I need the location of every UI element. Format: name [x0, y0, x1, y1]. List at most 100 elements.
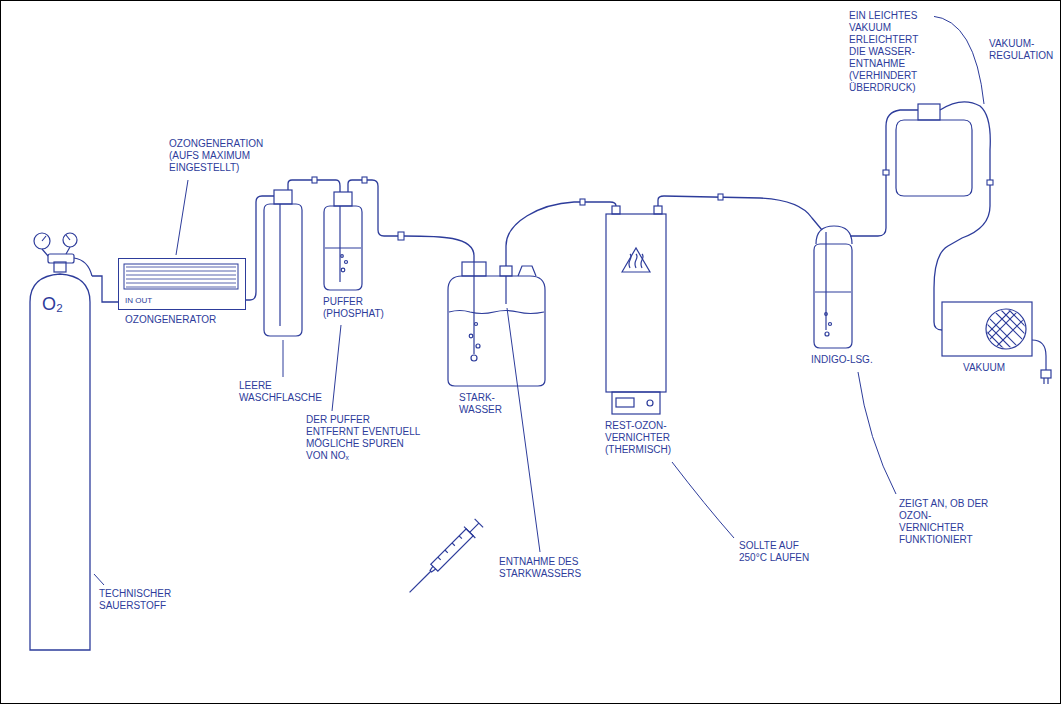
strong-water-vessel — [505, 276, 506, 304]
annotation-label: INDIGO-LSG. — [810, 354, 874, 366]
indigo-bottle — [825, 332, 829, 336]
indigo-bottle — [825, 232, 826, 330]
generator-hatch — [126, 279, 236, 280]
indigo-bottle — [814, 226, 852, 348]
cylinder-body — [30, 274, 90, 650]
strong-water-vessel — [473, 262, 474, 354]
gas-tube — [92, 276, 118, 302]
wash-bottle — [264, 204, 302, 336]
strong-water-vessel — [448, 276, 545, 386]
cylinder-valve — [54, 262, 66, 272]
ozone-generator: IN OUT — [118, 258, 246, 310]
tube-clamp — [987, 180, 993, 185]
generator-panel — [124, 264, 238, 289]
leader-line — [672, 462, 734, 538]
annotation-label: VAKUUM-REGULATION — [988, 38, 1060, 62]
generator-hatch — [126, 283, 236, 284]
gas-cylinder-outline — [28, 262, 92, 652]
annotation-label: ZEIGT AN, OB DER OZON-VERNICHTER FUNKTIO… — [898, 498, 990, 546]
indigo-bottle — [816, 226, 852, 244]
leader-line — [332, 325, 341, 411]
vacuum-pump — [986, 309, 1026, 349]
generator-hatch — [126, 271, 236, 272]
leader-line — [176, 180, 188, 255]
pressure-regulator — [34, 233, 92, 276]
strong-water-vessel — [476, 344, 480, 348]
vacuum-pump — [942, 302, 1051, 384]
gas-cylinder: O₂ — [28, 262, 92, 652]
vacuum-regulation-bottle — [896, 104, 972, 196]
annotation-label: REST-OZON-VERNICHTER (THERMISCH) — [604, 420, 698, 456]
annotation-label: TECHNISCHER SAUERSTOFF — [98, 588, 192, 612]
buffer-bottle — [341, 268, 345, 272]
annotation-label: OZONGENERATION (AUFS MAXIMUM EINGESTELLT… — [168, 138, 295, 174]
generator-hatch — [126, 275, 236, 276]
ozone-destroyer — [612, 206, 620, 214]
vacuum-pump — [942, 302, 1032, 356]
ozone-destroyer — [606, 214, 666, 392]
tube — [246, 196, 274, 300]
wash-bottle — [279, 204, 280, 326]
pressure-regulator — [42, 247, 70, 256]
annotation-label: ENTNAHME DES STARKWASSERS — [498, 556, 590, 580]
pressure-regulator — [34, 233, 50, 249]
strong-water-vessel — [518, 266, 536, 276]
annotation-label: DER PUFFER ENTFERNT EVENTUELL MÖGLICHE S… — [305, 414, 425, 462]
vacuum-pump — [1032, 340, 1046, 370]
tube-clamp — [398, 232, 404, 240]
ozone-destroyer — [654, 206, 662, 214]
annotation-label: SOLLTE AUF 250°C LAUFEN — [738, 540, 826, 564]
buffer-bottle — [339, 206, 340, 282]
leader-line — [507, 308, 540, 552]
annotation-label: LEERE WASCHFLASCHE — [238, 380, 332, 404]
syringe — [464, 517, 485, 538]
tube — [934, 102, 990, 330]
indigo-bottle — [829, 323, 832, 326]
pressure-regulator — [74, 258, 92, 276]
vacuum-pump — [1044, 378, 1048, 384]
ozone-destroyer — [647, 400, 653, 406]
leader-line — [94, 574, 104, 585]
tube — [658, 196, 822, 230]
ozone-destroyer — [612, 392, 660, 414]
tube — [404, 236, 474, 262]
ozone-destroyer — [629, 254, 643, 268]
generator-hatch — [126, 267, 236, 268]
tube-clamp — [580, 199, 585, 205]
buffer-bottle — [345, 261, 348, 264]
annotation-label: EIN LEICHTES VAKUUM ERLEICHTERT DIE WASS… — [848, 10, 934, 94]
tube-clamp — [883, 170, 889, 175]
strong-water-vessel — [449, 311, 544, 314]
pressure-regulator — [66, 235, 70, 240]
vacuum-pump — [986, 309, 1026, 349]
indigo-bottle — [815, 291, 851, 292]
syringe — [404, 517, 485, 598]
indigo-bottle — [814, 244, 852, 348]
tube — [246, 102, 990, 330]
buffer-bottle — [325, 247, 361, 248]
leader-line — [283, 340, 284, 377]
syringe — [438, 536, 462, 560]
wash-bottle — [274, 190, 292, 204]
tube-clamp — [312, 170, 993, 240]
wash-bottle — [264, 190, 302, 336]
leader-line — [932, 16, 984, 104]
vacuum-pump — [986, 309, 1026, 349]
tube-clamp — [718, 194, 723, 200]
leader-line — [858, 372, 896, 494]
leader-line — [94, 16, 984, 585]
vacuum-regulation-bottle — [918, 104, 940, 120]
tube — [348, 180, 398, 236]
tube — [506, 202, 616, 266]
node-label: O₂ — [42, 294, 63, 315]
pressure-regulator — [42, 236, 46, 241]
annotation-label: PUFFER (PHOSPHAT) — [322, 296, 394, 320]
indigo-bottle — [825, 313, 828, 316]
generator-hatch — [126, 287, 236, 288]
strong-water-vessel — [500, 266, 512, 276]
annotation-label: OZONGENERATOR — [124, 314, 217, 326]
buffer-bottle — [341, 255, 344, 258]
ozone-destroyer — [606, 206, 666, 414]
strong-water-vessel — [471, 355, 477, 361]
